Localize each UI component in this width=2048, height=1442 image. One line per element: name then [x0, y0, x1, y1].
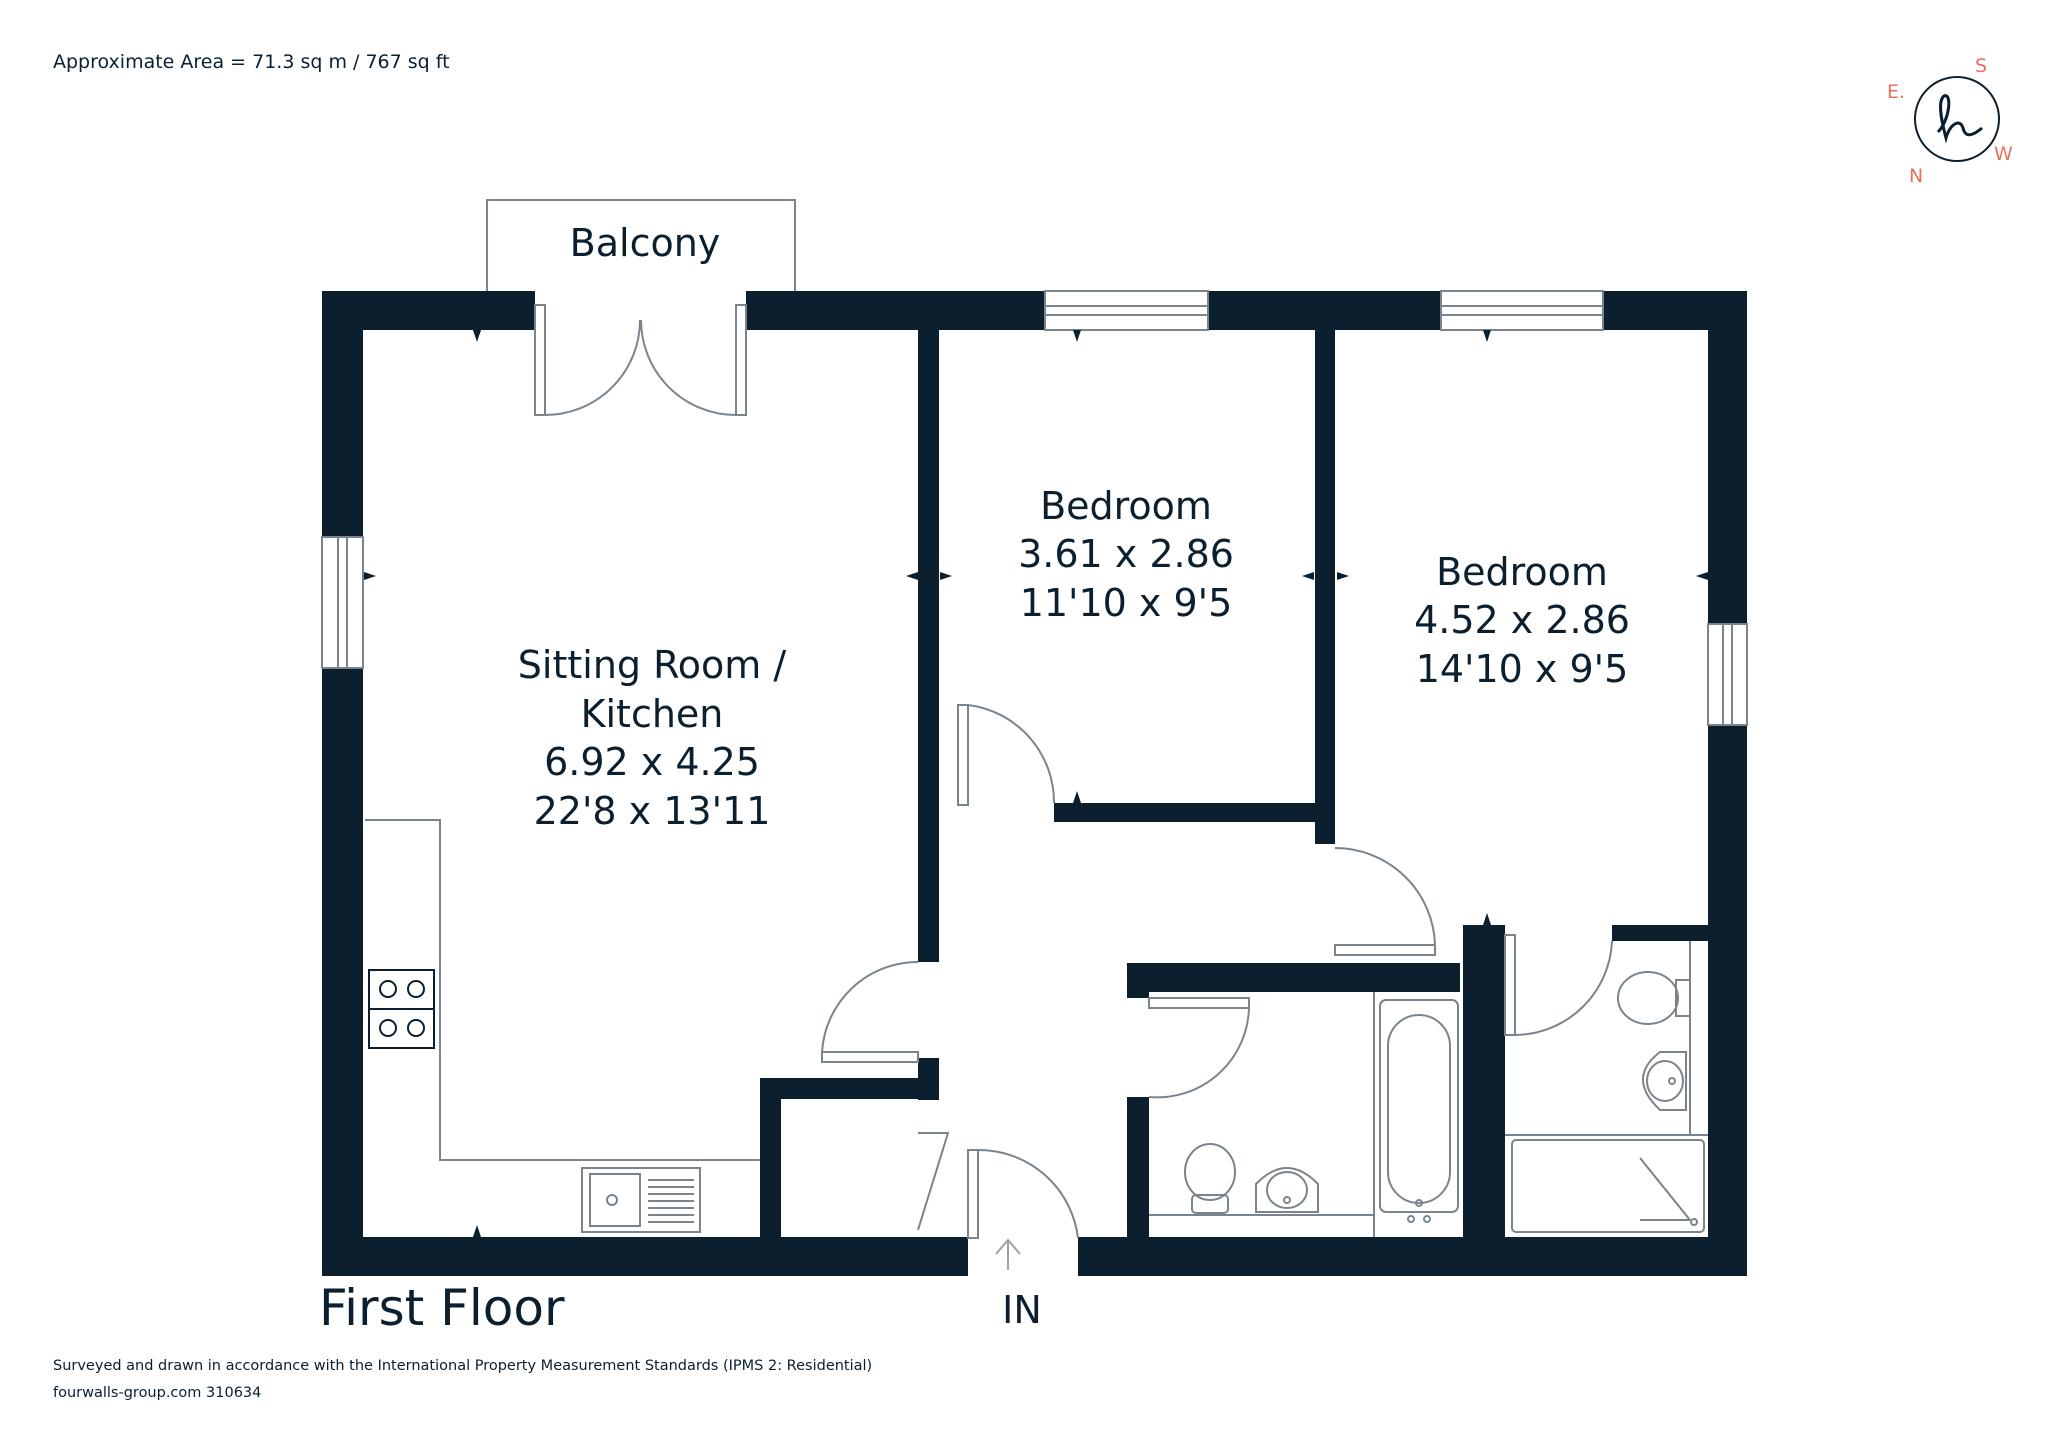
kitchen-counter: [365, 819, 762, 1161]
toilet-icon: [1617, 971, 1691, 1025]
bathroom-fixtures: [1149, 992, 1459, 1237]
ensuite-fixtures: [1505, 941, 1708, 1233]
handwritten-h-logo-icon: [1936, 94, 1983, 144]
toilet-icon: [1184, 1143, 1236, 1214]
shower-tray-icon: [1511, 1139, 1705, 1233]
bathtub-icon: [1379, 999, 1459, 1223]
sitting-room-metric: 6.92 x 4.25: [544, 740, 760, 784]
balcony-outline: [486, 199, 796, 292]
kitchen-sink-icon: [581, 1167, 701, 1233]
entrance-label: IN: [1002, 1288, 1042, 1332]
compass-north: N: [1909, 165, 1923, 187]
balcony-label: Balcony: [570, 221, 721, 265]
entrance-arrow-icon: [995, 1238, 1021, 1270]
window-bedroom-1: [1044, 290, 1209, 331]
bedroom-1-metric: 3.61 x 2.86: [1018, 532, 1234, 576]
sitting-room-name: Sitting Room /: [518, 643, 787, 687]
basin-icon: [1642, 1051, 1687, 1111]
area-text: Approximate Area = 71.3 sq m / 767 sq ft: [53, 51, 450, 73]
window-bedroom-2-side: [1707, 623, 1748, 726]
bedroom-2-label: Bedroom 4.52 x 2.86 14'10 x 9'5: [1414, 550, 1630, 691]
sitting-room-label: Sitting Room / Kitchen 6.92 x 4.25 22'8 …: [518, 643, 787, 833]
doors: [534, 304, 1613, 1239]
footer-standards-text: Surveyed and drawn in accordance with th…: [53, 1358, 872, 1374]
basin-icon: [1255, 1167, 1319, 1213]
window-sitting-room: [321, 536, 364, 669]
bedroom-2-metric: 4.52 x 2.86: [1414, 598, 1630, 642]
compass-west: W: [1994, 143, 2013, 165]
bedroom-2-name: Bedroom: [1436, 550, 1608, 594]
windows: [321, 290, 1748, 726]
bedroom-1-label: Bedroom 3.61 x 2.86 11'10 x 9'5: [1018, 484, 1234, 625]
walls: [322, 291, 1747, 1276]
bedroom-1-imperial: 11'10 x 9'5: [1020, 581, 1233, 625]
measurement-markers: [364, 330, 1708, 1237]
window-bedroom-2: [1440, 290, 1604, 331]
sitting-room-name-2: Kitchen: [581, 692, 724, 736]
compass-logo: E. S W N: [1887, 55, 2013, 187]
bedroom-2-imperial: 14'10 x 9'5: [1416, 647, 1629, 691]
floor-label: First Floor: [319, 1279, 565, 1337]
compass-south: S: [1975, 55, 1987, 77]
compass-east: E.: [1887, 81, 1905, 103]
bedroom-1-name: Bedroom: [1040, 484, 1212, 528]
sitting-room-imperial: 22'8 x 13'11: [534, 789, 771, 833]
footer-reference-text: fourwalls-group.com 310634: [53, 1385, 261, 1401]
hob-icon: [368, 969, 435, 1049]
